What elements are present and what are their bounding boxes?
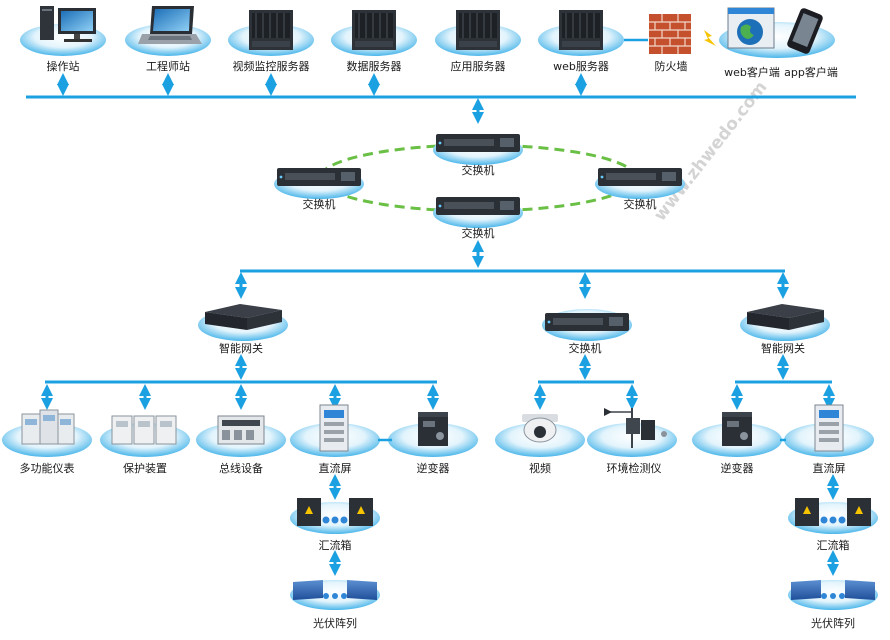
combiner-right-label: 汇流箱 [817,538,850,552]
smart-gateway-right-icon [747,304,824,330]
web-server-label: web服务器 [553,60,609,73]
pv-right-label: 光伏阵列 [811,616,855,630]
inverter-left-label: 逆变器 [417,461,450,475]
middle-arrows [235,272,789,299]
video-label: 视频 [529,461,551,475]
core-switch-top-label: 交换机 [462,163,495,177]
video-server-label: 视频监控服务器 [233,59,310,73]
app-server-label: 应用服务器 [451,59,506,73]
dome-camera-icon [522,414,558,443]
core-switch-top-icon [436,134,520,152]
data-server-icon [351,9,397,51]
dc-panel-right-label: 直流屏 [813,461,846,475]
gateway-left-label: 智能网关 [219,341,263,355]
field-arrows [41,384,835,410]
firewall-icon [649,14,691,54]
dc-panel-left-label: 直流屏 [319,461,352,475]
smartphone-icon [787,8,823,54]
engineer-station-label: 工程师站 [146,59,190,73]
middle-down-arrows [235,354,789,380]
core-switch-bottom-label: 交换机 [462,226,495,240]
dc-panel-left-icon [319,404,349,452]
inverter-right-icon [722,412,752,446]
solar-panel-left-icon [293,580,377,600]
app-server-icon [455,9,501,51]
dc-panel-right-icon [814,404,844,452]
browser-globe-icon [727,7,775,49]
inverter-right-label: 逆变器 [721,461,754,475]
web-server-icon [558,9,604,51]
lightning-icon [704,30,716,46]
pv-left-label: 光伏阵列 [313,616,357,630]
core-switch-right-icon [598,168,682,186]
top-arrows [57,73,587,124]
gateway-right-label: 智能网关 [761,341,805,355]
protection-device-label: 保护装置 [123,461,167,475]
middle-switch-label: 交换机 [569,341,602,355]
combiner-left-label: 汇流箱 [319,538,352,552]
combiner-box-right-icon [795,498,871,526]
web-client-label: web客户端 [724,65,780,79]
bottom-ellipses [290,502,878,610]
data-server-label: 数据服务器 [347,59,402,73]
core-switch-left-icon [277,168,361,186]
bottom-arrows [329,474,839,576]
core-switch-right-label: 交换机 [624,197,657,211]
middle-switch-icon [545,313,629,331]
bus-device-label: 总线设备 [219,461,263,475]
video-server-icon [248,9,294,51]
core-switch-bottom-icon [436,197,520,215]
bus-device-icon [217,415,265,445]
multifunction-meter-label: 多功能仪表 [20,461,75,475]
solar-panel-right-icon [791,580,875,600]
operator-station-label: 操作站 [47,59,80,73]
multifunction-meter-icon [21,409,75,445]
laptop-icon [138,6,202,44]
protection-device-icon [111,415,177,445]
desktop-computer-icon [40,6,96,42]
watermark: www.zhwedo.com [650,78,771,225]
combiner-box-left-icon [297,498,373,526]
middle-device-ellipses [198,309,830,341]
firewall-label: 防火墙 [655,59,688,73]
core-switch-left-label: 交换机 [303,197,336,211]
env-monitor-label: 环境检测仪 [607,461,662,475]
app-client-label: app客户端 [784,65,838,79]
inverter-left-icon [418,412,448,446]
weather-station-icon [604,408,667,448]
smart-gateway-left-icon [205,304,282,330]
